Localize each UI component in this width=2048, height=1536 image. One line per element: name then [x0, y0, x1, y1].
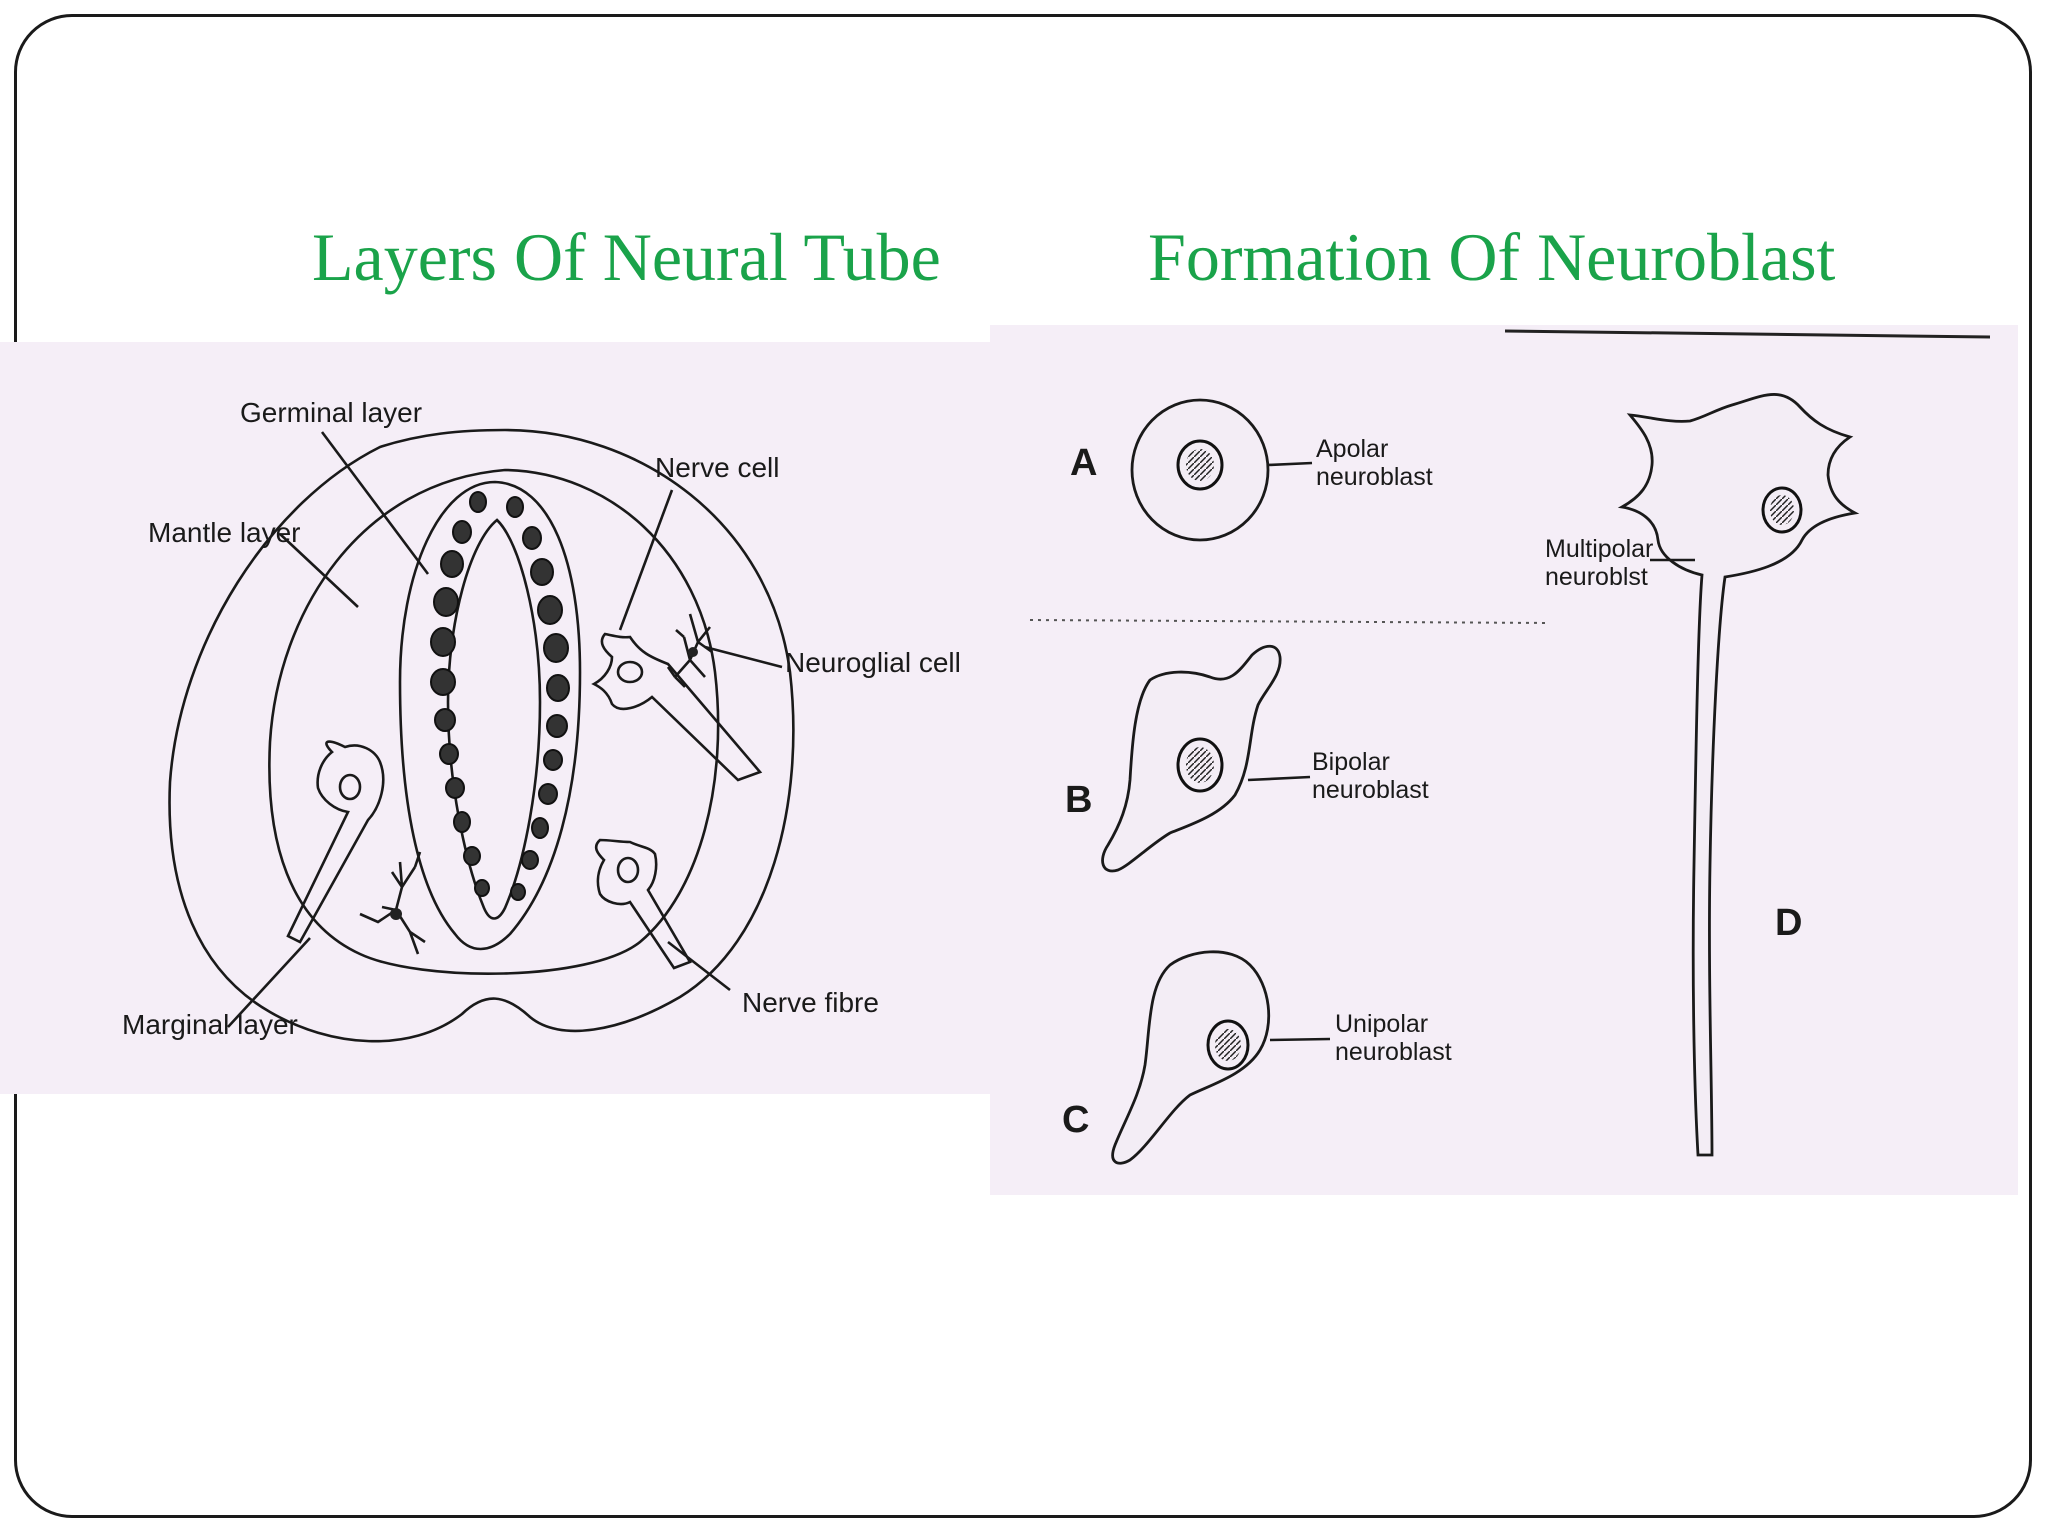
- bipolar-neuroblast: [1101, 644, 1282, 873]
- label-multipolar-line1: Multipolar: [1545, 535, 1653, 563]
- marginal-layer-outline: [168, 428, 795, 1043]
- nerve-cell-upper-right: [591, 632, 763, 782]
- label-marginal-layer: Marginal layer: [122, 1009, 298, 1040]
- label-nerve-fibre: Nerve fibre: [742, 987, 879, 1018]
- title-formation-of-neuroblast: Formation Of Neuroblast: [1148, 219, 1836, 295]
- dotted-separator: [1029, 619, 1551, 624]
- label-germinal-layer: Germinal layer: [240, 397, 422, 428]
- title-layers-of-neural-tube: Layers Of Neural Tube: [312, 219, 941, 295]
- neural-tube-diagram-panel: Germinal layer Mantle layer Nerve cell N…: [0, 342, 1000, 1094]
- label-bipolar-line2: neuroblast: [1312, 776, 1429, 804]
- top-rule: [1504, 329, 1991, 339]
- label-unipolar-line2: neuroblast: [1335, 1038, 1452, 1066]
- label-mantle-layer: Mantle layer: [148, 517, 301, 548]
- neural-tube-diagram: Germinal layer Mantle layer Nerve cell N…: [122, 397, 961, 1043]
- mantle-layer-outline: [268, 468, 720, 975]
- pointer-unipolar: [1269, 1037, 1331, 1042]
- label-apolar-line1: Apolar: [1316, 435, 1388, 463]
- label-nerve-cell: Nerve cell: [655, 452, 779, 483]
- apolar-neuroblast: [1130, 398, 1270, 542]
- label-neuroglial-cell: Neuroglial cell: [785, 647, 961, 678]
- neuroblast-diagram: A Apolar neuroblast B Bipolar neuroblast…: [1029, 329, 1991, 1165]
- germinal-layer-outline: [398, 480, 582, 951]
- letter-c: C: [1062, 1099, 1089, 1141]
- label-unipolar-line1: Unipolar: [1335, 1010, 1428, 1038]
- pointer-apolar: [1267, 461, 1313, 467]
- unipolar-neuroblast: [1111, 950, 1271, 1165]
- multipolar-neuroblast: [1617, 393, 1860, 1157]
- letter-a: A: [1070, 442, 1097, 484]
- neuroblast-diagram-panel: A Apolar neuroblast B Bipolar neuroblast…: [990, 325, 2018, 1195]
- neuroglial-cell-lower: [359, 851, 426, 955]
- nerve-cell-lower-right: [594, 838, 692, 970]
- letter-d: D: [1775, 902, 1802, 944]
- letter-b: B: [1065, 779, 1092, 821]
- label-multipolar-line2: neuroblst: [1545, 563, 1648, 591]
- label-pointers: [227, 431, 783, 1028]
- germinal-nuclei: [430, 491, 570, 901]
- nerve-cell-left: [286, 740, 385, 944]
- label-apolar-line2: neuroblast: [1316, 463, 1433, 491]
- pointer-bipolar: [1247, 775, 1311, 782]
- label-bipolar-line1: Bipolar: [1312, 748, 1390, 776]
